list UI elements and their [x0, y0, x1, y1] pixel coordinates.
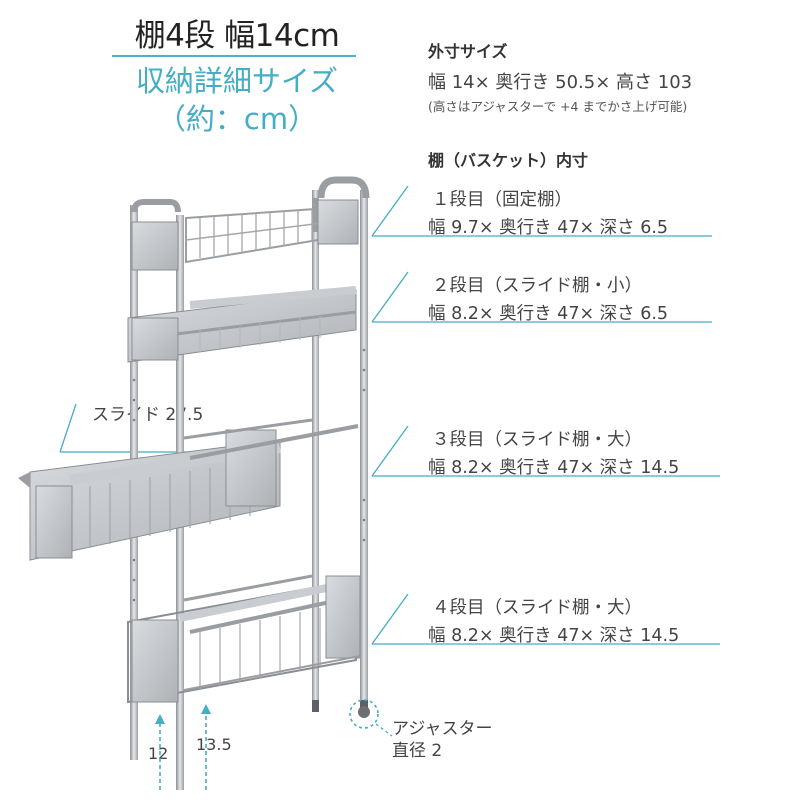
adjuster-label-line-1: アジャスター [392, 719, 493, 739]
bottom-gap-right-label: 13.5 [196, 735, 232, 754]
shelf-2-leader [371, 271, 712, 323]
rack-feet [312, 700, 370, 718]
shelf-3-leader [371, 425, 720, 477]
pole-holes [132, 348, 366, 602]
title-divider [112, 55, 356, 57]
outer-dims-note: (高さはアジャスターで +4 までかさ上げ可能) [428, 99, 688, 114]
shelf-4-dims: 幅 8.2× 奥行き 47× 深さ 14.5 [428, 626, 680, 646]
shelf-4-leader [371, 593, 720, 645]
shelf-3-name: ３段目（スライド棚・大） [432, 430, 642, 450]
shelf-2-dims: 幅 8.2× 奥行き 47× 深さ 6.5 [428, 304, 669, 324]
bottom-clearance-arrows [155, 704, 211, 790]
front-top-arch [317, 176, 370, 199]
adjuster-callout-circle [349, 699, 379, 729]
shelf-leader-lines [59, 185, 720, 645]
shelf-3-dims: 幅 8.2× 奥行き 47× 深さ 14.5 [428, 458, 680, 478]
side-rails [183, 418, 313, 602]
back-pole-right [312, 190, 319, 700]
adjuster-label-line-2: 直径 2 [392, 741, 443, 761]
outer-dims-heading: 外寸サイズ [428, 42, 508, 61]
outer-dims-text: 幅 14× 奥行き 50.5× 高さ 103 [428, 72, 693, 93]
bottom-gap-left-label: 12 [148, 744, 169, 763]
shelf-2-tray [127, 286, 357, 363]
adjuster-label: アジャスター 直径 2 [392, 718, 492, 762]
shelf-1-leader [371, 185, 712, 237]
page-subtitle: 収納詳細サイズ （約：cm） [112, 62, 362, 138]
inner-dims-heading: 棚（バスケット）内寸 [428, 151, 589, 170]
shelf-2-name: ２段目（スライド棚・小） [432, 276, 642, 296]
adjuster-leader [375, 723, 393, 737]
subtitle-line-2: （約：cm） [156, 102, 318, 136]
slide-leader [59, 403, 228, 453]
subtitle-line-1: 収納詳細サイズ [135, 64, 339, 98]
slide-distance-label: スライド 27.5 [92, 405, 204, 425]
shelf-1-basket [131, 199, 359, 271]
adjuster-foot [358, 706, 370, 718]
shelf-1-name: １段目（固定棚） [432, 190, 572, 210]
front-pole-right [360, 190, 368, 700]
page-title: 棚4段 幅14cm [134, 18, 340, 54]
back-top-arch [131, 199, 181, 213]
shelf-4-basket [127, 575, 361, 704]
shelf-3-basket-pulled-out [18, 424, 359, 561]
shelf-1-dims: 幅 9.7× 奥行き 47× 深さ 6.5 [428, 218, 669, 238]
shelf-4-name: ４段目（スライド棚・大） [432, 598, 642, 618]
